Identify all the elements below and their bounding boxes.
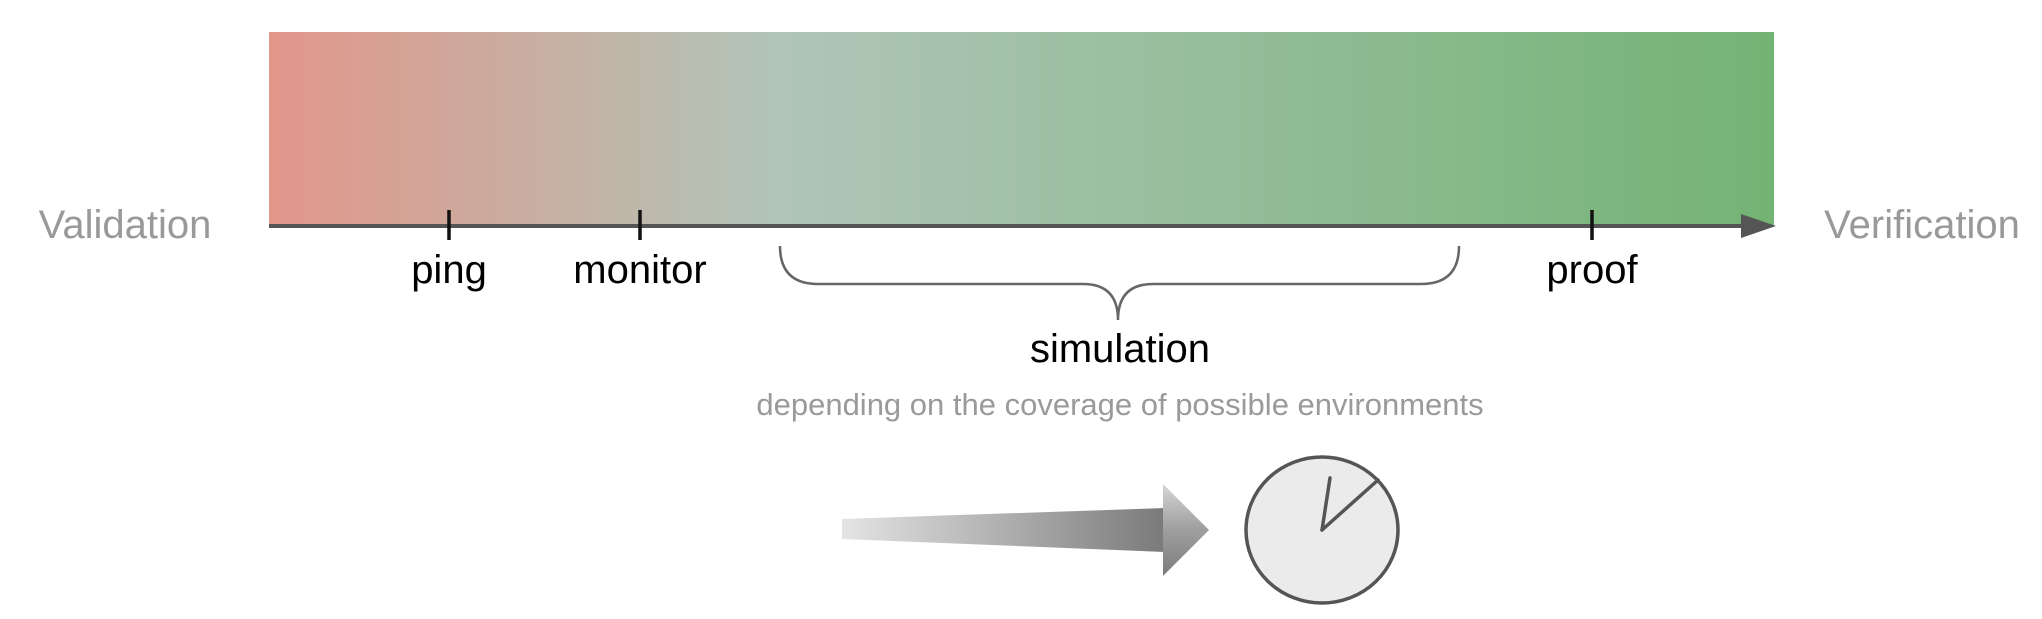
gradient-band — [269, 32, 1774, 226]
marker-label-monitor: monitor — [573, 248, 706, 292]
marker-label-ping: ping — [411, 248, 487, 292]
increasing-arrow-icon — [842, 484, 1209, 576]
validation-label: Validation — [39, 203, 212, 247]
axis-arrowhead — [1741, 214, 1776, 238]
marker-label-proof: proof — [1546, 248, 1638, 292]
simulation-brace — [778, 245, 1461, 321]
coverage-note: depending on the coverage of possible en… — [756, 387, 1483, 422]
simulation-label: simulation — [1030, 327, 1210, 371]
clock-icon — [1244, 455, 1400, 605]
verification-label: Verification — [1824, 203, 2020, 247]
